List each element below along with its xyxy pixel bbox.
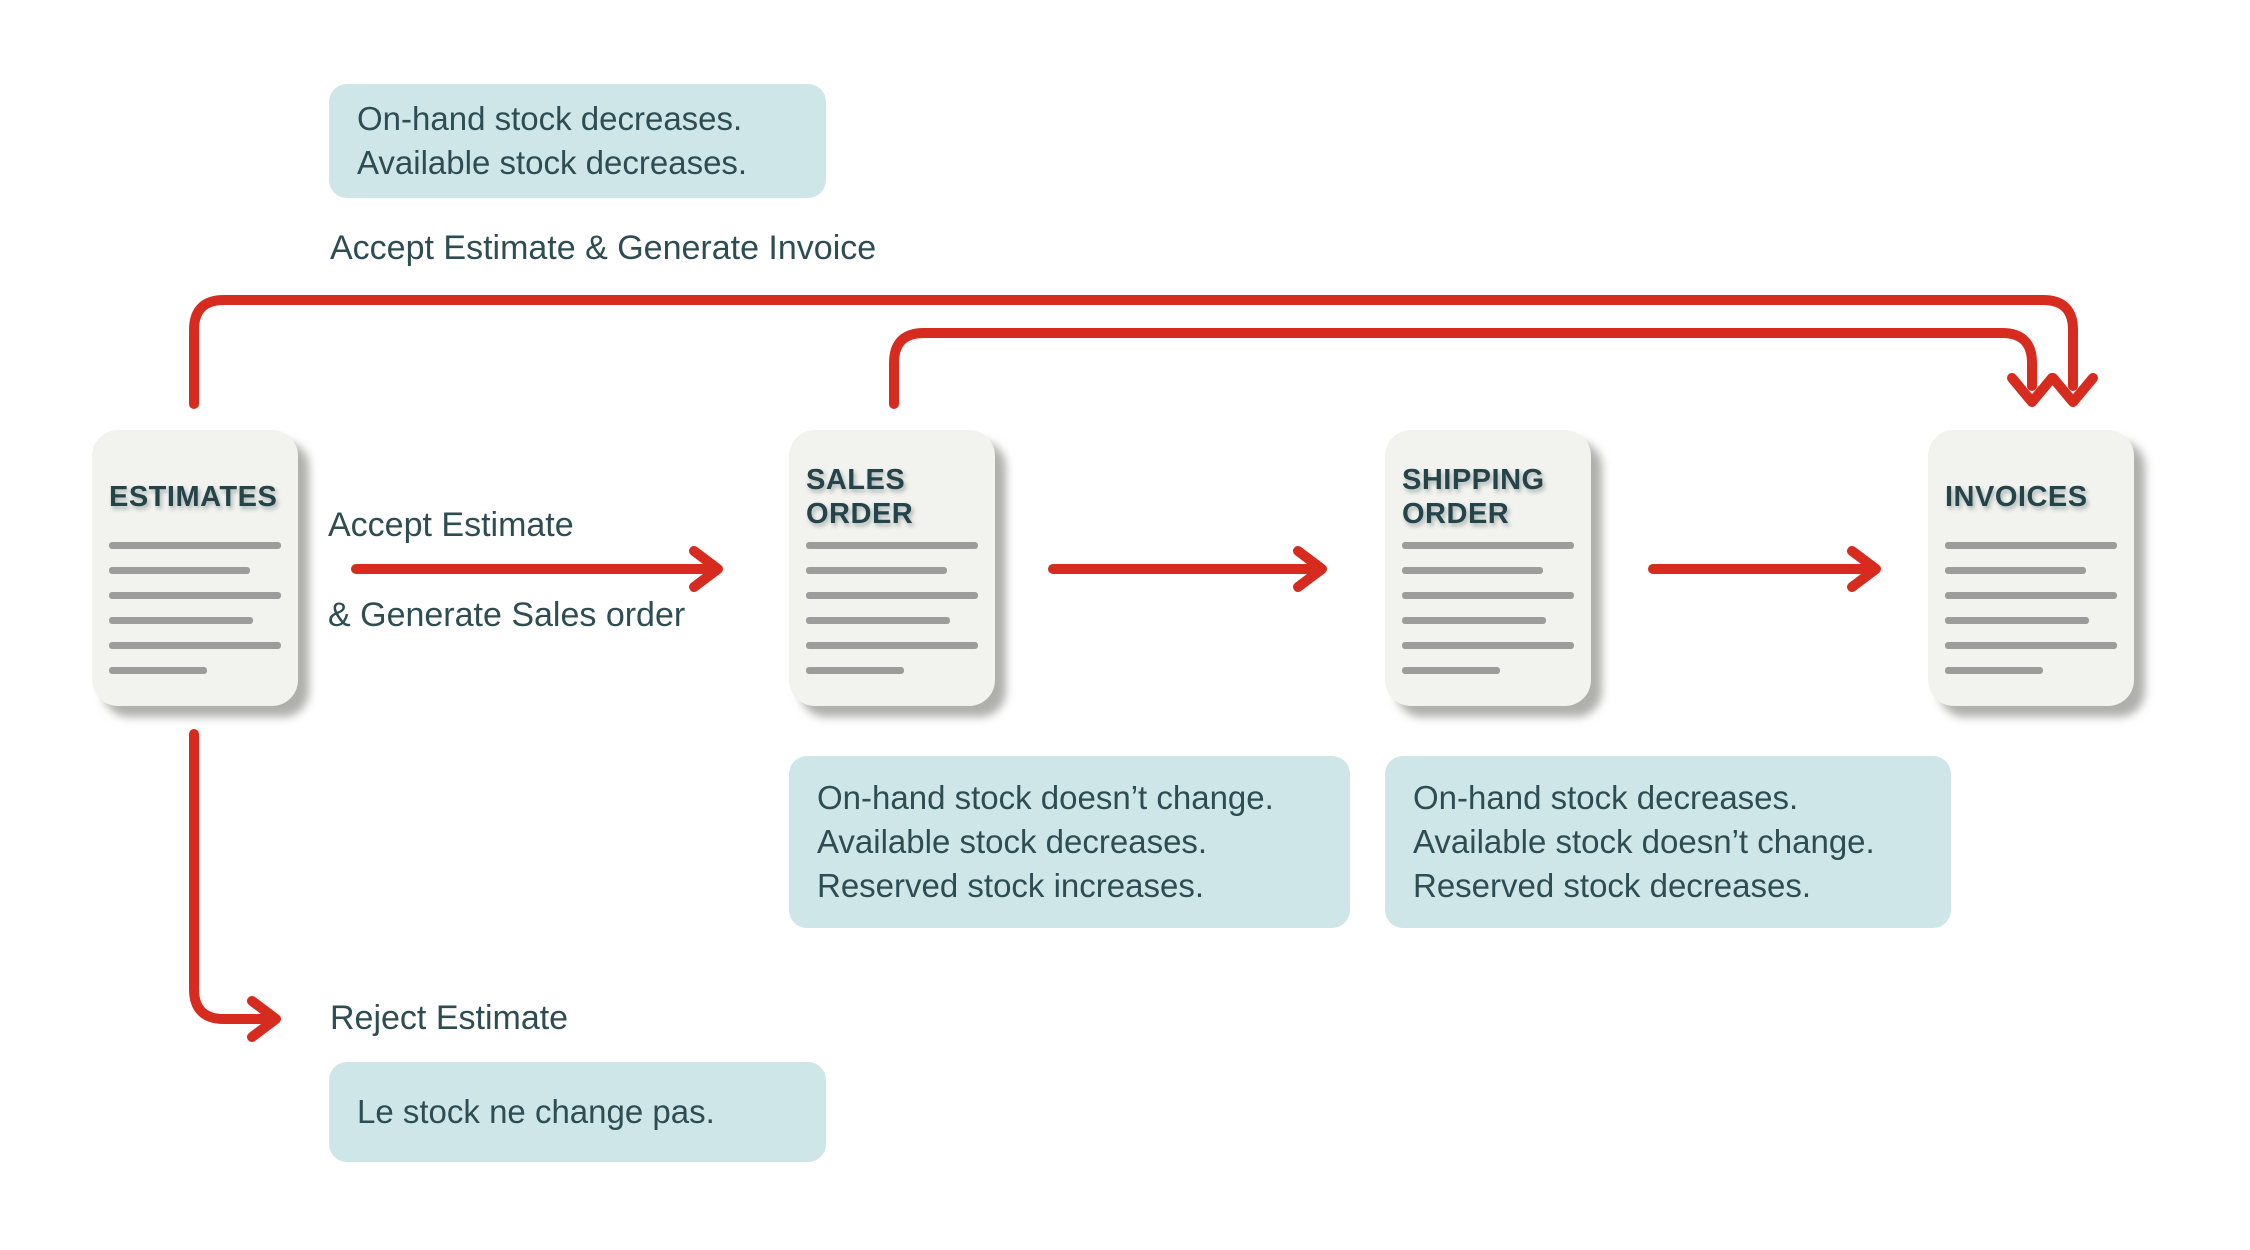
sales-to-invoice-arrowhead-icon [2007,373,2057,407]
doc-text-line [109,592,281,599]
doc-text-line [806,567,948,574]
doc-text-line [806,667,905,674]
note-line: On-hand stock decreases. [1413,779,1799,816]
doc-text-line [1402,667,1501,674]
reject-estimate-arrow [189,729,269,1024]
note-line: On-hand stock decreases. [357,100,743,137]
doc-text-line [109,642,281,649]
note-line: Available stock doesn’t change. [1413,823,1875,860]
sales-to-shipping-arrowhead-icon [1293,546,1327,592]
accept-sales-order-label-line2: & Generate Sales order [328,596,686,634]
document-title: SALES ORDER [806,463,914,530]
accept-invoice-arrowhead-icon [2048,373,2098,407]
document-text-lines [1402,542,1574,674]
doc-text-line [1402,592,1574,599]
doc-text-line [1945,642,2117,649]
doc-text-line [1402,617,1547,624]
note-reject-estimate: Le stock ne change pas. [329,1062,826,1162]
note-line: Reserved stock decreases. [1413,867,1812,904]
doc-text-line [109,542,281,549]
document-card-shipping-order: SHIPPING ORDER [1385,430,1591,706]
document-text-lines [109,542,281,674]
accept-invoice-label: Accept Estimate & Generate Invoice [330,229,877,267]
note-shipping-order: On-hand stock decreases. Available stock… [1385,756,1951,928]
document-card-sales-order: SALES ORDER [789,430,995,706]
estimates-to-sales-arrowhead-icon [689,546,723,592]
note-accept-invoice: On-hand stock decreases. Available stock… [329,84,826,198]
reject-estimate-label: Reject Estimate [330,999,569,1037]
doc-text-line [109,567,251,574]
doc-text-line [109,667,208,674]
doc-text-line [1945,617,2090,624]
doc-text-line [806,617,951,624]
reject-estimate-arrowhead-icon [247,996,281,1042]
document-title: ESTIMATES [109,480,278,513]
sales-to-invoice-arrow [889,328,2037,409]
document-title: INVOICES [1945,480,2088,513]
doc-text-line [806,542,978,549]
doc-text-line [1945,592,2117,599]
document-text-lines [806,542,978,674]
doc-text-line [1945,667,2044,674]
note-sales-order: On-hand stock doesn’t change. Available … [789,756,1350,928]
doc-text-line [806,642,978,649]
doc-text-line [109,617,254,624]
document-text-lines [1945,542,2117,674]
note-line: On-hand stock doesn’t change. [817,779,1274,816]
doc-text-line [1402,642,1574,649]
note-line: Le stock ne change pas. [357,1093,715,1130]
shipping-to-invoices-arrowhead-icon [1847,546,1881,592]
accept-sales-order-label: Accept Estimate & Generate Sales order [328,458,685,638]
doc-text-line [806,592,978,599]
note-line: Available stock decreases. [817,823,1208,860]
doc-text-line [1945,542,2117,549]
doc-text-line [1402,567,1544,574]
doc-text-line [1402,542,1574,549]
document-card-estimates: ESTIMATES [92,430,298,706]
document-card-invoices: INVOICES [1928,430,2134,706]
accept-invoice-arrow [189,295,2078,409]
accept-sales-order-label-line1: Accept Estimate [328,506,574,544]
note-line: Reserved stock increases. [817,867,1204,904]
document-title: SHIPPING ORDER [1402,463,1545,530]
note-line: Available stock decreases. [357,144,748,181]
doc-text-line [1945,567,2087,574]
